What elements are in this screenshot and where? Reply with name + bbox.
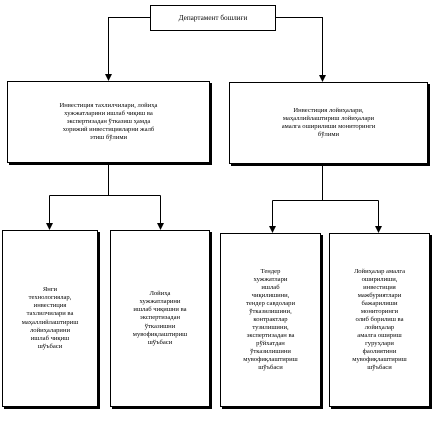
arrow-head [105, 74, 112, 81]
arrow-head [46, 223, 53, 230]
section-label: Тендер хужжатлари ишлаб чиқилишини, тенд… [243, 267, 298, 372]
division-box-project-monitoring: Инвестиция лойиҳалари, маҳаллийлаштириш … [229, 82, 428, 164]
root-box-department-head: Департамент бошлиғи [150, 5, 276, 31]
connector-left-tree [49, 163, 161, 223]
arrow-head [375, 226, 382, 233]
division-label: Инвестиция лойиҳалари, маҳаллийлаштириш … [281, 106, 376, 139]
division-label: Инвестиция тахлилчилари, лойиҳа хужжатла… [59, 101, 158, 142]
division-box-investment-analysis: Инвестиция тахлилчилари, лойиҳа хужжатла… [7, 81, 210, 163]
section-box-new-technologies: Янги технологиялар, инвестиция тахлилчил… [2, 230, 98, 407]
section-box-project-implementation: Лойиҳалар амалга оширилиши, инвестиция м… [329, 233, 430, 407]
connector-right-tree [272, 164, 379, 226]
arrow-head [269, 226, 276, 233]
connector-root-left [108, 17, 151, 74]
section-label: Лойиҳалар амалга оширилиши, инвестиция м… [352, 267, 407, 372]
section-box-tender-documents: Тендер хужжатлари ишлаб чиқилишини, тенд… [220, 233, 321, 407]
connector-root-right [275, 17, 323, 75]
arrow-head [157, 223, 164, 230]
section-box-project-documents: Лойиҳа хужжатларини ишлаб чиқишни ва экс… [110, 230, 210, 407]
root-label: Департамент бошлиғи [178, 13, 248, 22]
arrow-head [319, 75, 326, 82]
section-label: Лойиҳа хужжатларини ишлаб чиқишни ва экс… [132, 290, 188, 346]
section-label: Янги технологиялар, инвестиция тахлилчил… [21, 286, 79, 350]
